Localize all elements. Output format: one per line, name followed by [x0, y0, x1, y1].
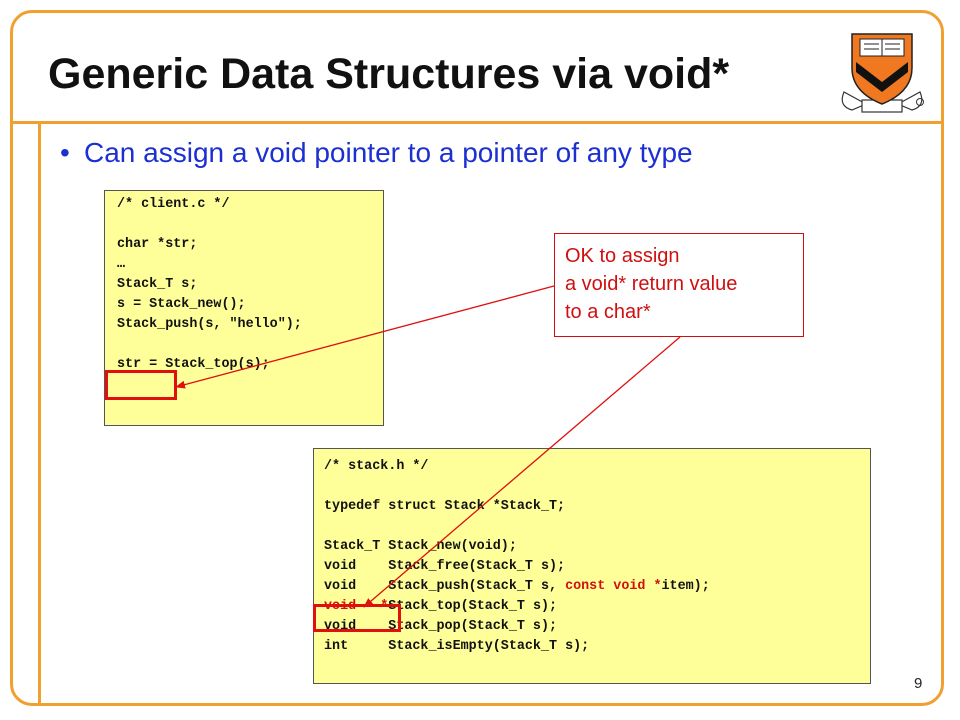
- code-line: [117, 215, 383, 235]
- bullet-dot: •: [60, 137, 70, 168]
- left-margin-rule: [38, 121, 41, 706]
- code-line: void Stack_pop(Stack_T s);: [324, 619, 558, 634]
- code-line: Stack_T s;: [117, 277, 198, 292]
- callout-line: OK to assign: [565, 245, 680, 267]
- code-line: int Stack_isEmpty(Stack_T s);: [324, 639, 590, 654]
- code-line: /* client.c */: [117, 197, 230, 212]
- code-line: char *str;: [117, 237, 198, 252]
- code-line: void Stack_free(Stack_T s);: [324, 559, 566, 574]
- code-line: …: [117, 257, 126, 272]
- code-highlight-text: const void *: [565, 579, 662, 594]
- code-text: void Stack_push(Stack_T s,: [324, 579, 566, 594]
- str-highlight-box: [105, 370, 177, 400]
- slide-title: Generic Data Structures via void*: [48, 50, 730, 98]
- code-line: /* stack.h */: [324, 459, 429, 474]
- title-divider: [10, 121, 944, 124]
- code-line: typedef struct Stack *Stack_T;: [324, 499, 566, 514]
- code-line: Stack_T Stack_new(void);: [324, 539, 517, 554]
- void-return-highlight-box: [313, 604, 401, 632]
- callout-box: OK to assign a void* return value to a c…: [554, 233, 804, 337]
- code-line: s = Stack_new();: [117, 297, 246, 312]
- code-line-push: void Stack_push(Stack_T s, const void *i…: [324, 577, 870, 597]
- callout-line: to a char*: [565, 301, 651, 323]
- callout-line: a void* return value: [565, 273, 738, 295]
- code-line: [324, 477, 870, 497]
- code-text: item);: [661, 579, 710, 594]
- page-number: 9: [914, 675, 923, 692]
- code-line: Stack_push(s, "hello");: [117, 317, 302, 332]
- code-line: [324, 517, 870, 537]
- code-line-top: void *Stack_top(Stack_T s);: [324, 597, 870, 617]
- code-text: Stack_top(Stack_T s);: [388, 599, 558, 614]
- bullet-point: • Can assign a void pointer to a pointer …: [60, 137, 693, 169]
- bullet-text: Can assign a void pointer to a pointer o…: [84, 137, 693, 168]
- code-line: [117, 335, 383, 355]
- princeton-shield-logo-icon: [841, 33, 924, 113]
- stack-header-code-box: /* stack.h */ typedef struct Stack *Stac…: [313, 448, 871, 684]
